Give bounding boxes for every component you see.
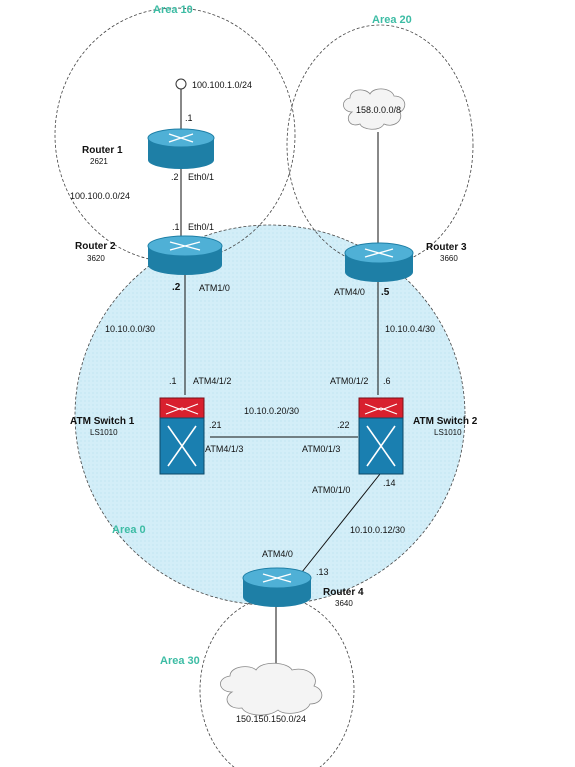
router-2-model: 3620 [87, 254, 105, 263]
switch-2-model: LS1010 [434, 428, 462, 437]
router-1-model: 2621 [90, 157, 108, 166]
switch-1-right-port: ATM4/1/3 [205, 444, 243, 454]
switch-1-up-ip: .1 [169, 376, 177, 386]
area-30-label: Area 30 [160, 655, 200, 667]
host-ip: .1 [185, 113, 193, 123]
cloud-icon [220, 662, 323, 716]
area-10-region [54, 7, 296, 263]
atm-switch-icon [358, 397, 404, 475]
switch-2-down-port: ATM0/1/0 [312, 485, 350, 495]
router-3-name: Router 3 [426, 242, 467, 253]
switch-2-left-ip: .22 [337, 420, 350, 430]
area-0-label: Area 0 [112, 524, 146, 536]
router-3-atm-ip: .5 [381, 287, 390, 298]
router-1-eth-ip: .2 [171, 172, 179, 182]
switch-2-up-port: ATM0/1/2 [330, 376, 368, 386]
router-4-name: Router 4 [323, 587, 364, 598]
router-1[interactable] [147, 128, 215, 169]
atm-switch-2[interactable] [358, 397, 404, 475]
network-r2-s1: 10.10.0.0/30 [105, 324, 155, 334]
router-2-atm-if: ATM1/0 [199, 283, 230, 293]
router-4-model: 3640 [335, 599, 353, 608]
network-s2-r4: 10.10.0.12/30 [350, 525, 405, 535]
router-2[interactable] [147, 235, 223, 275]
switch-2-name: ATM Switch 2 [413, 416, 478, 427]
switch-2-down-ip: .14 [383, 478, 396, 488]
router-icon [147, 128, 215, 169]
switch-2-up-ip: .6 [383, 376, 391, 386]
router-4-atm-ip: .13 [316, 567, 329, 577]
links [180, 89, 381, 674]
cloud-icon [343, 88, 406, 130]
atm-switch-1[interactable] [159, 397, 205, 475]
host-icon [175, 78, 187, 90]
cloud-r4-network: 150.150.150.0/24 [236, 714, 306, 724]
link-s2-r4 [301, 473, 381, 573]
switch-1-name: ATM Switch 1 [70, 416, 135, 427]
network-r1-r2: 100.100.0.0/24 [70, 191, 130, 201]
router-2-eth-ip: .1 [172, 222, 180, 232]
router-4-atm-if: ATM4/0 [262, 549, 293, 559]
switch-1-right-ip: .21 [209, 420, 222, 430]
router-3-atm-if: ATM4/0 [334, 287, 365, 297]
area-10-label: Area 10 [153, 4, 193, 16]
router-icon [242, 567, 312, 607]
router-4[interactable] [242, 567, 312, 607]
router-icon [344, 242, 414, 282]
router-2-atm-ip: .2 [172, 282, 181, 293]
switch-1-up-port: ATM4/1/2 [193, 376, 231, 386]
router-3[interactable] [344, 242, 414, 282]
switch-2-left-port: ATM0/1/3 [302, 444, 340, 454]
cloud-r3-network: 158.0.0.0/8 [356, 105, 401, 115]
network-r3-s2: 10.10.0.4/30 [385, 324, 435, 334]
router-2-name: Router 2 [75, 241, 116, 252]
area-20-label: Area 20 [372, 14, 412, 26]
router-1-eth-if: Eth0/1 [188, 172, 214, 182]
router-2-eth-if: Eth0/1 [188, 222, 214, 232]
area-20-region [286, 24, 474, 266]
network-s1-s2: 10.10.0.20/30 [244, 406, 299, 416]
atm-switch-icon [159, 397, 205, 475]
router-icon [147, 235, 223, 275]
switch-1-model: LS1010 [90, 428, 118, 437]
router-3-model: 3660 [440, 254, 458, 263]
loopback-network: 100.100.1.0/24 [192, 80, 252, 90]
router-1-name: Router 1 [82, 145, 123, 156]
